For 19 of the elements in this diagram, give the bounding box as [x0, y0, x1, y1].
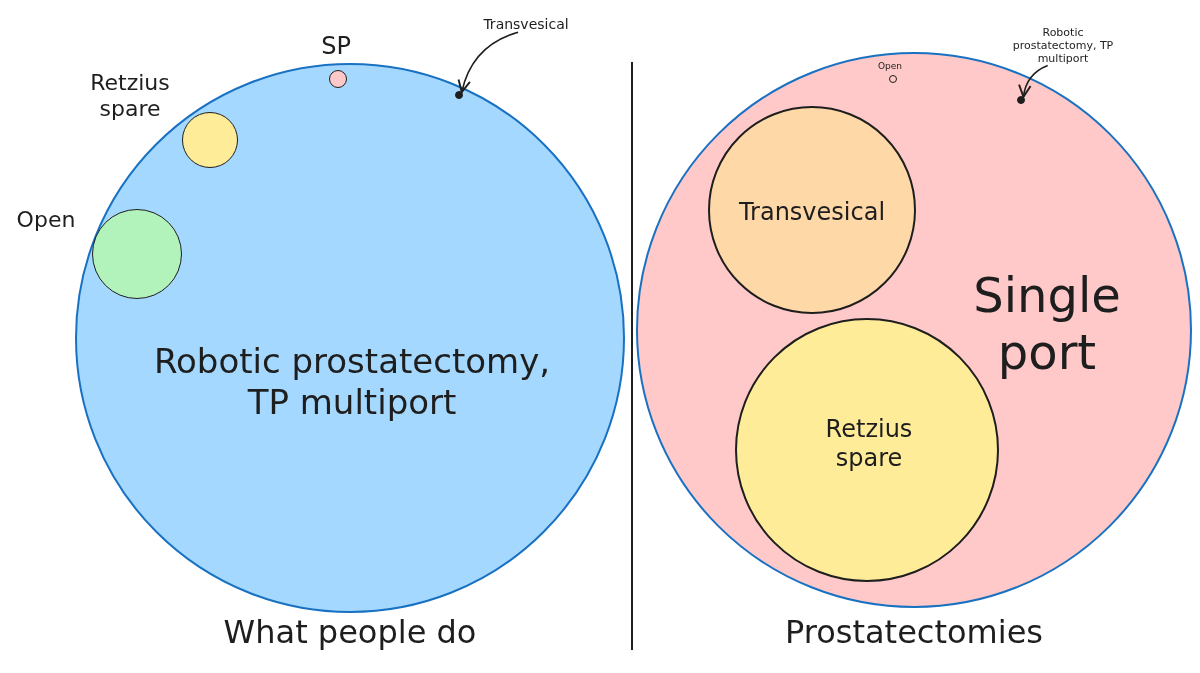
venn-circle	[182, 112, 238, 168]
panel-caption: What people do	[222, 613, 478, 652]
callout-label: Transvesical	[466, 15, 586, 33]
circle-label: Robotic prostatectomy, TP multiport	[152, 341, 552, 423]
point-marker	[455, 91, 463, 99]
callout-label: Robotic prostatectomy, TP multiport	[1000, 26, 1126, 66]
leader-arrow	[458, 31, 519, 93]
venn-circle	[889, 75, 897, 83]
circle-label: Transvesical	[737, 197, 887, 227]
circle-caption: Retzius spare	[89, 69, 171, 123]
circle-caption: Open	[15, 207, 77, 234]
panel-caption: Prostatectomies	[784, 613, 1044, 652]
venn-circle	[329, 70, 347, 88]
circle-caption: SP	[320, 31, 352, 61]
leader-arrow	[1018, 64, 1049, 98]
circle-label: Retzius spare	[824, 415, 914, 473]
circle-caption: Open	[876, 60, 903, 72]
circle-label: Single port	[972, 266, 1122, 382]
point-marker	[1017, 96, 1025, 104]
